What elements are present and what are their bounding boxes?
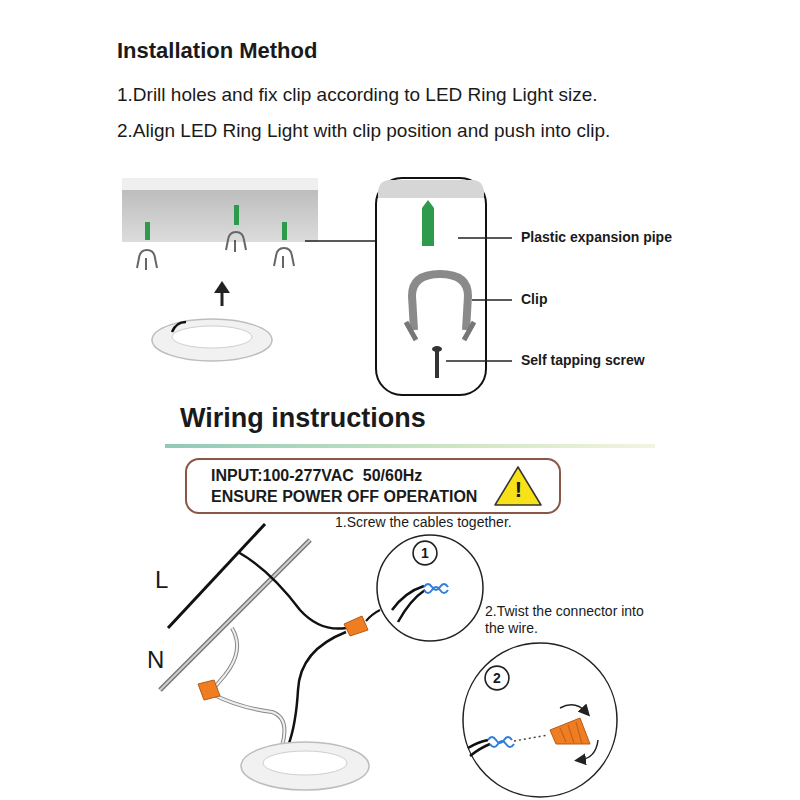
callout-number: 2 (484, 670, 510, 686)
page-title: Installation Method (117, 38, 317, 64)
step-note: 1.Screw the cables together. (335, 514, 512, 531)
line-label: N (147, 646, 164, 675)
mains-wires (160, 524, 380, 746)
ring-light-bottom (241, 742, 369, 790)
callout-number: 2 (484, 665, 510, 691)
warning-text: ENSURE POWER OFF OPERATION (211, 486, 477, 507)
zoom-step-1 (377, 535, 483, 641)
warning-triangle: ! (493, 465, 543, 507)
ceiling (122, 178, 318, 242)
part-label: Clip (521, 291, 547, 308)
warning-box: INPUT:100-277VAC 50/60HzENSURE POWER OFF… (185, 458, 561, 514)
detail-callout (376, 178, 512, 395)
ring-light-top (152, 319, 272, 361)
callout-number: 1 (412, 545, 438, 561)
leader-line (305, 240, 375, 242)
heading-rule (165, 444, 655, 448)
line-label: L (155, 566, 168, 595)
warning-text: INPUT:100-277VAC 50/60Hz (211, 465, 477, 486)
part-label: Self tapping screw (521, 352, 645, 369)
zoom-step-2 (463, 643, 617, 797)
clips (137, 205, 294, 270)
step-text: 2.Align LED Ring Light with clip positio… (117, 120, 610, 143)
push-arrow (214, 281, 230, 306)
callout-number: 1 (412, 540, 438, 566)
part-label: Plastic expansion pipe (521, 229, 672, 246)
warning-mark: ! (493, 477, 543, 503)
step-note: 2.Twist the connector into the wire. (485, 603, 655, 637)
section-heading: Wiring instructions (180, 402, 426, 434)
step-text: 1.Drill holes and fix clip according to … (117, 84, 598, 107)
